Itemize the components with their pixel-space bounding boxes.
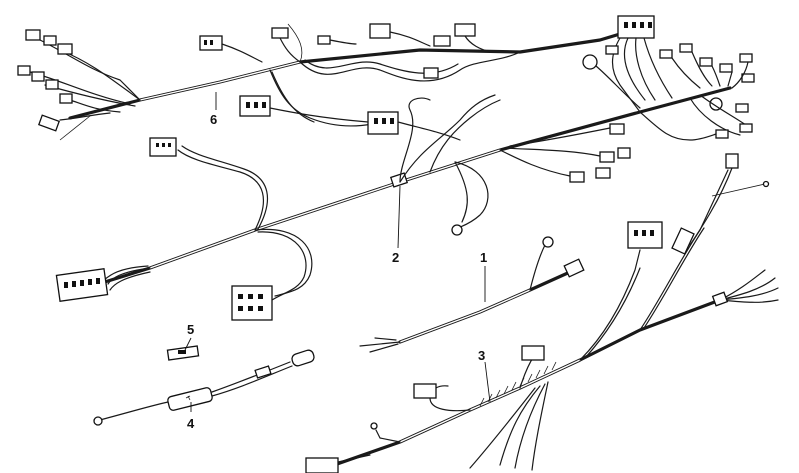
upper-wire-loops [68,23,642,183]
branch-to-round-plug [451,161,489,236]
callout-1: 1 [480,250,487,265]
top-left-connectors [17,29,141,141]
branch-to-square-connector [231,228,313,321]
harness-3 [305,169,779,473]
callout-3: 3 [478,348,485,363]
leader-lines [184,92,491,412]
callout-5: 5 [187,322,194,337]
callouts: 1 2 3 4 5 6 [187,112,487,431]
multi-pin-connector-lower-left [55,268,109,302]
harness-4 [93,349,315,426]
top-right-connectors [582,15,755,141]
part-5-clip [166,345,200,361]
callout-4: 4 [187,416,195,431]
callout-2: 2 [392,250,399,265]
callout-6: 6 [210,112,217,127]
trunk-right-connectors [499,123,739,246]
top-center-connectors [199,23,493,141]
branch-to-upper-left-connector [149,137,269,231]
harness-1 [359,236,585,353]
